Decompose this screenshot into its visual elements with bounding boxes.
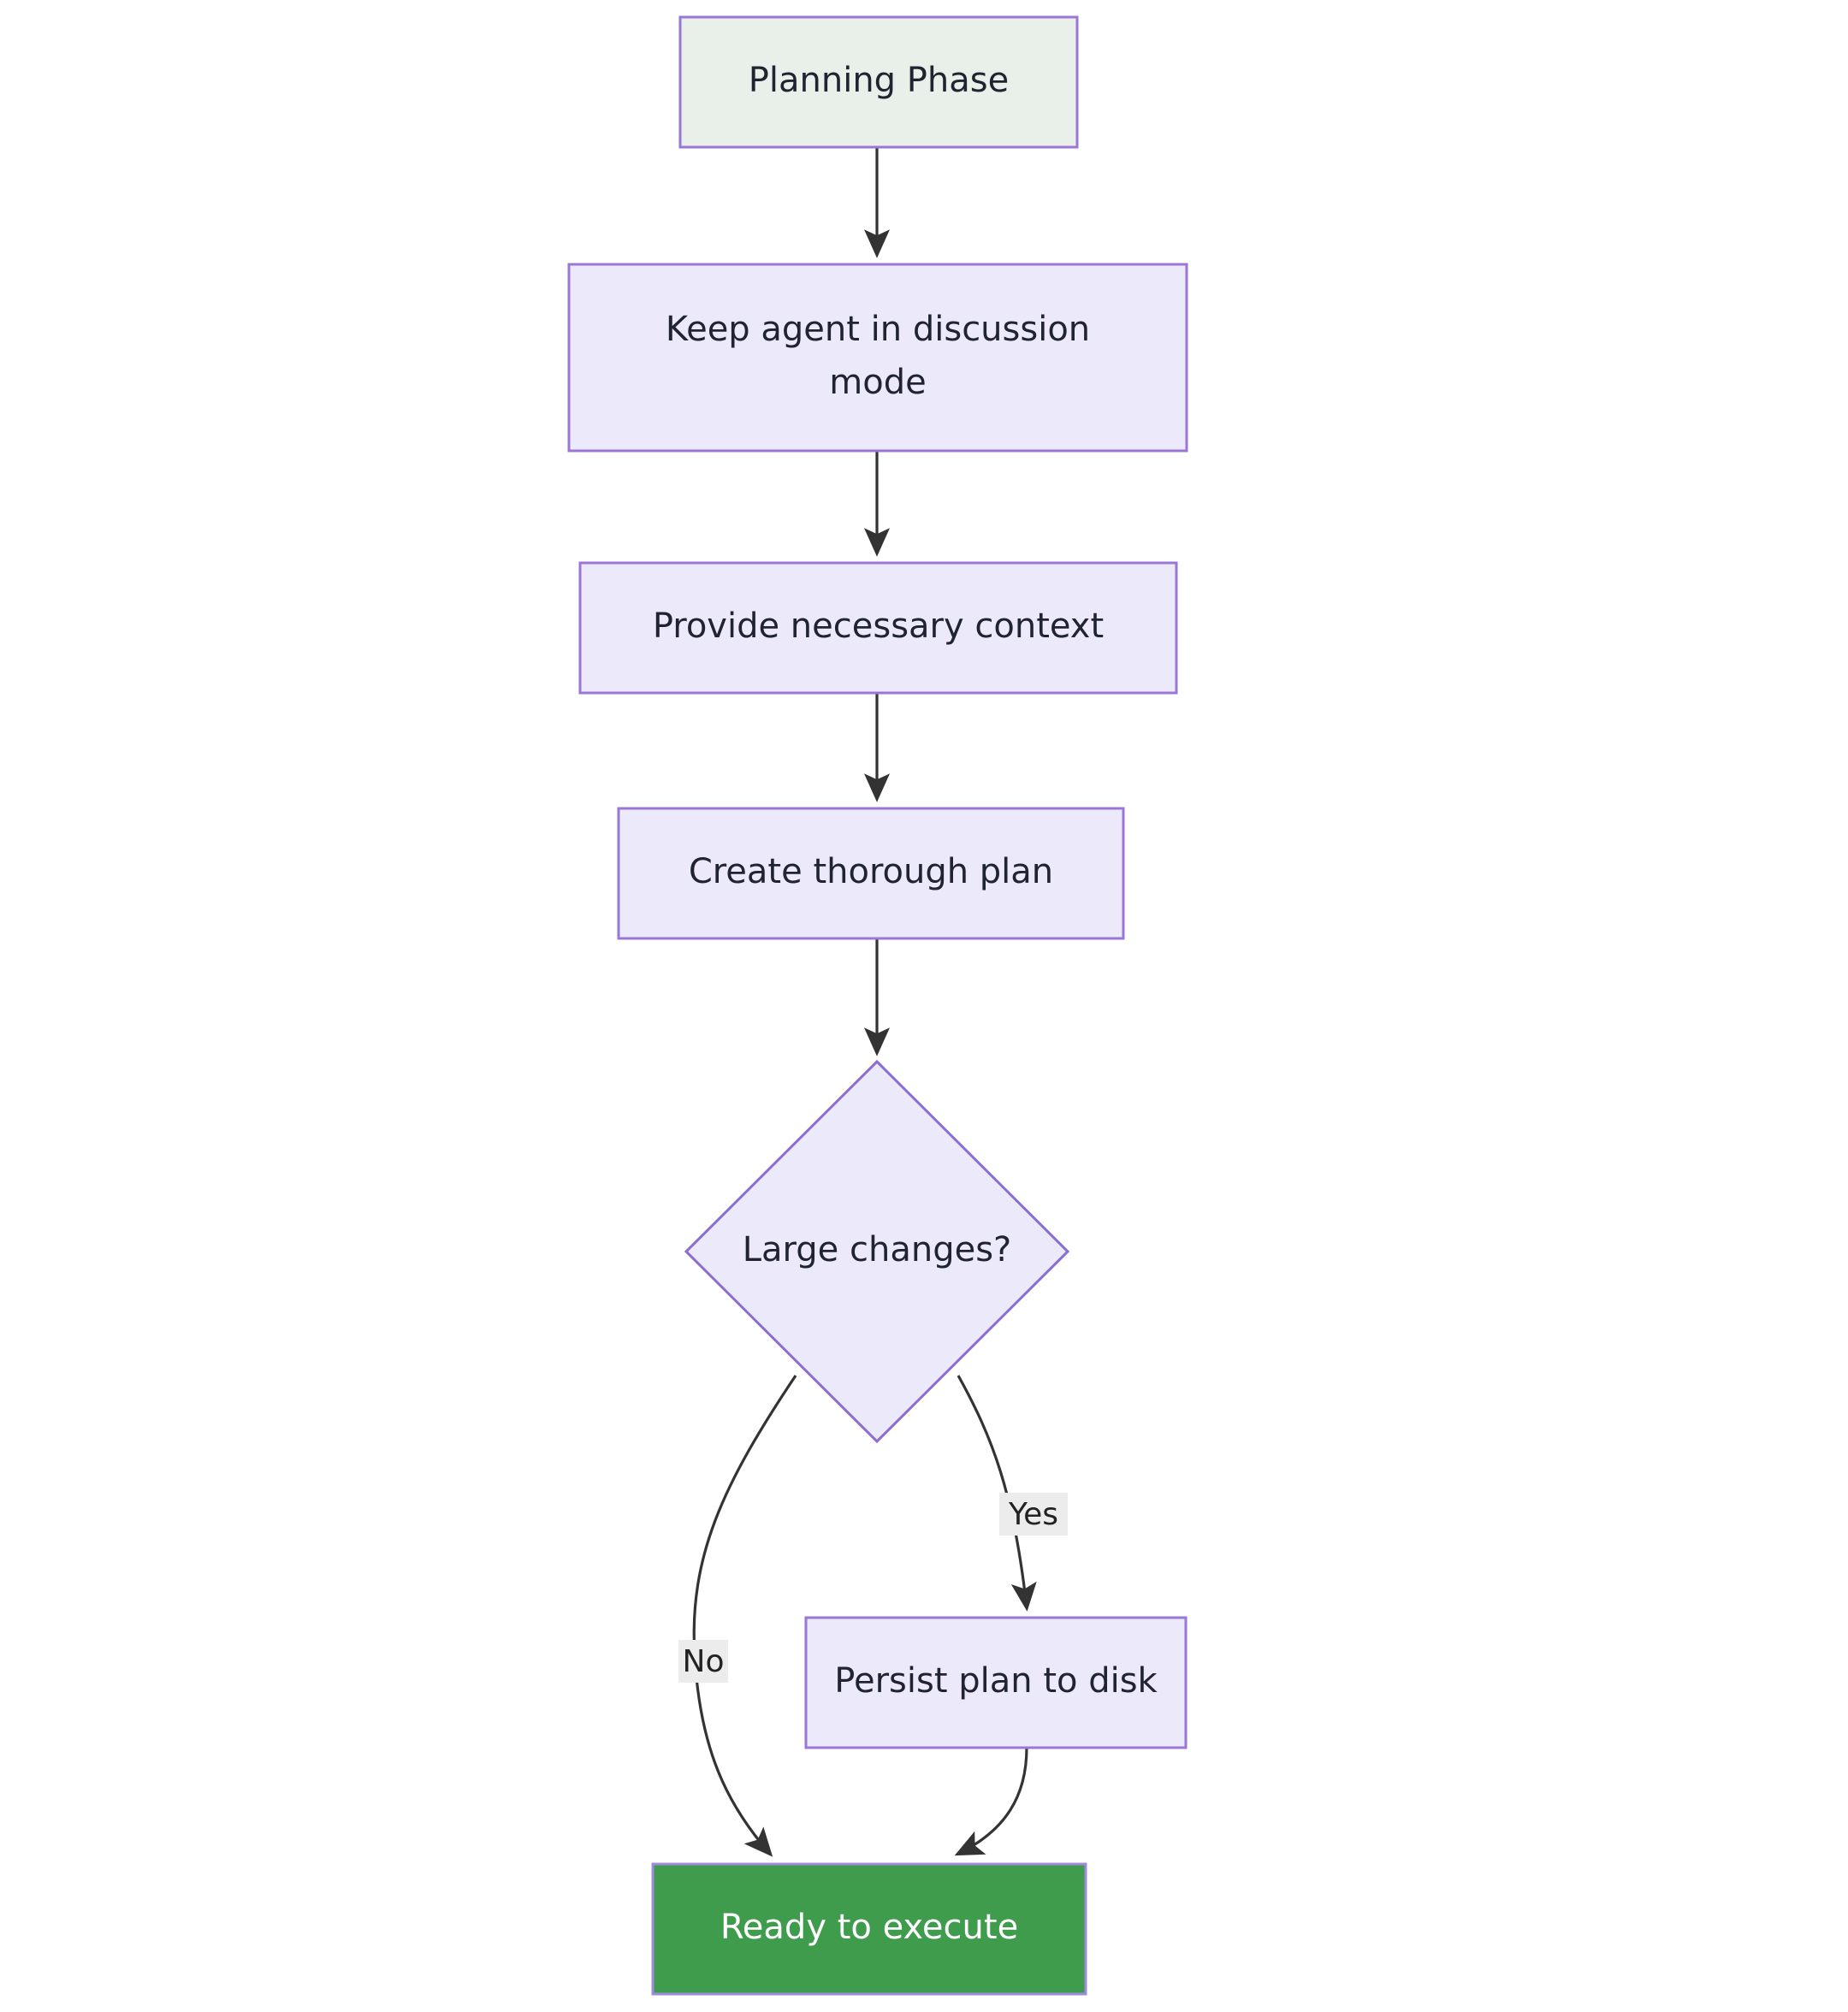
edge-label-background bbox=[678, 1640, 728, 1683]
node-shape-diamond bbox=[684, 1059, 1070, 1444]
node-planning-phase[interactable]: Planning Phase bbox=[678, 15, 1079, 149]
node-large-changes[interactable]: Large changes? bbox=[684, 1059, 1070, 1444]
edge-label-text: No bbox=[683, 1644, 725, 1679]
node-ready-execute[interactable]: Ready to execute bbox=[651, 1862, 1087, 1996]
edge-label-yes: Yes bbox=[999, 1493, 1068, 1536]
node-shape-rect bbox=[617, 807, 1125, 940]
edge-label-background bbox=[999, 1493, 1068, 1536]
edge-persist-plan-to-ready-execute bbox=[954, 1747, 1028, 1856]
node-discussion-mode[interactable]: Keep agent in discussion mode bbox=[567, 263, 1188, 453]
node-label-persist-plan: Persist plan to disk bbox=[834, 1661, 1158, 1701]
node-label-discussion-mode: mode bbox=[829, 363, 926, 402]
node-create-plan[interactable]: Create thorough plan bbox=[617, 807, 1125, 940]
edge-label-no: No bbox=[678, 1640, 728, 1683]
node-persist-plan[interactable]: Persist plan to disk bbox=[804, 1616, 1188, 1749]
edge-label-text: Yes bbox=[1008, 1497, 1058, 1532]
node-label-discussion-mode: Keep agent in discussion bbox=[666, 310, 1090, 349]
node-provide-context[interactable]: Provide necessary context bbox=[578, 561, 1178, 695]
node-label-create-plan: Create thorough plan bbox=[689, 852, 1053, 891]
edge-labels-layer: No Yes bbox=[678, 1493, 1068, 1683]
node-label-large-changes: Large changes? bbox=[743, 1230, 1012, 1269]
node-shape-rect bbox=[678, 15, 1079, 149]
node-shape-rect bbox=[567, 263, 1188, 453]
node-label-provide-context: Provide necessary context bbox=[653, 607, 1104, 646]
node-label-planning-phase: Planning Phase bbox=[749, 61, 1009, 100]
edge-large-changes-to-ready-execute bbox=[692, 1375, 797, 1857]
node-shape-rect bbox=[804, 1616, 1188, 1749]
node-shape-rect bbox=[578, 561, 1178, 695]
node-shape-rect bbox=[651, 1862, 1087, 1996]
edge-large-changes-to-persist-plan bbox=[957, 1375, 1037, 1612]
node-label-ready-execute: Ready to execute bbox=[720, 1908, 1018, 1947]
